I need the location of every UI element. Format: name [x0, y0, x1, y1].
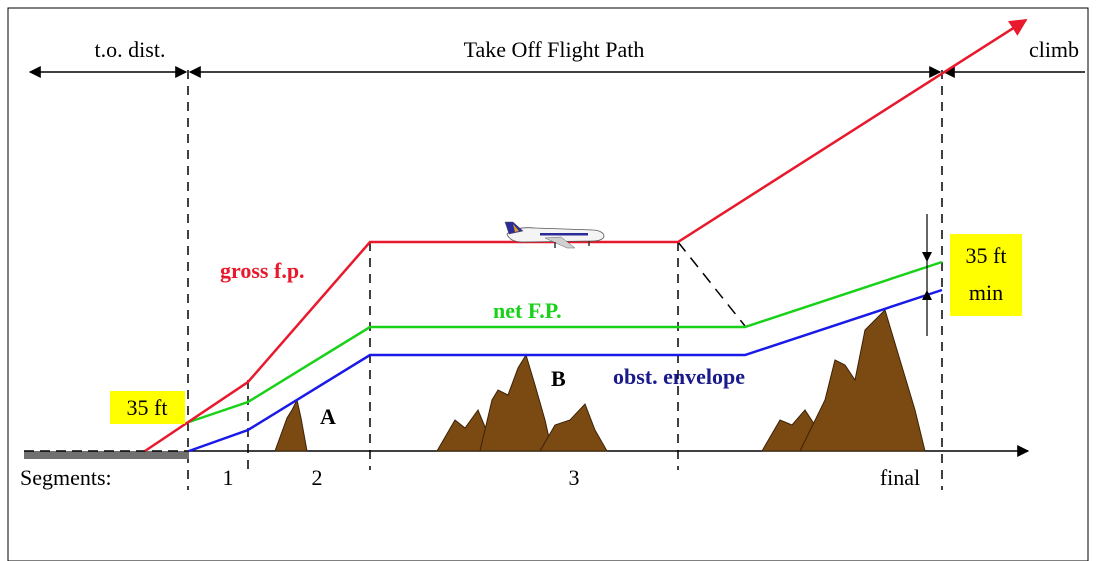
frame — [7, 7, 1089, 561]
min-clearance-arrow-bottom — [922, 290, 932, 300]
obstacle-envelope-line — [188, 288, 943, 453]
start-height-text: 35 ft — [127, 395, 168, 420]
gross-flight-path-line — [144, 18, 1028, 453]
mountain-final-right — [799, 309, 926, 452]
point-a-label: A — [320, 404, 336, 429]
end-height-text-line2: min — [969, 280, 1003, 305]
end-height-badge — [950, 234, 1022, 316]
mountain-b-right — [539, 403, 608, 452]
net-fp-label: net F.P. — [493, 298, 562, 323]
segment-1-label: 1 — [223, 465, 234, 490]
point-b-label: B — [551, 366, 566, 391]
to-dist-label: t.o. dist. — [95, 37, 166, 62]
runway — [24, 451, 189, 459]
segment-3-label: 3 — [569, 465, 580, 490]
descent-dashed-line — [677, 241, 746, 327]
net-flight-path-line — [188, 260, 943, 424]
obstacle-mountains — [274, 309, 926, 452]
gross-fp-label: gross f.p. — [220, 258, 305, 283]
segment-2-label: 2 — [312, 465, 323, 490]
obst-envelope-label: obst. envelope — [613, 364, 745, 389]
segment-final-label: final — [880, 465, 920, 490]
climb-label: climb — [1029, 37, 1079, 62]
min-clearance-arrow-top — [922, 252, 932, 262]
flight-path-label: Take Off Flight Path — [464, 37, 645, 62]
mountain-b-mid — [479, 353, 553, 452]
mountain-a — [274, 398, 308, 452]
segments-label: Segments: — [20, 465, 112, 490]
airliner-icon — [504, 221, 605, 249]
end-height-text-line1: 35 ft — [966, 243, 1007, 268]
start-height-badge — [110, 391, 185, 424]
